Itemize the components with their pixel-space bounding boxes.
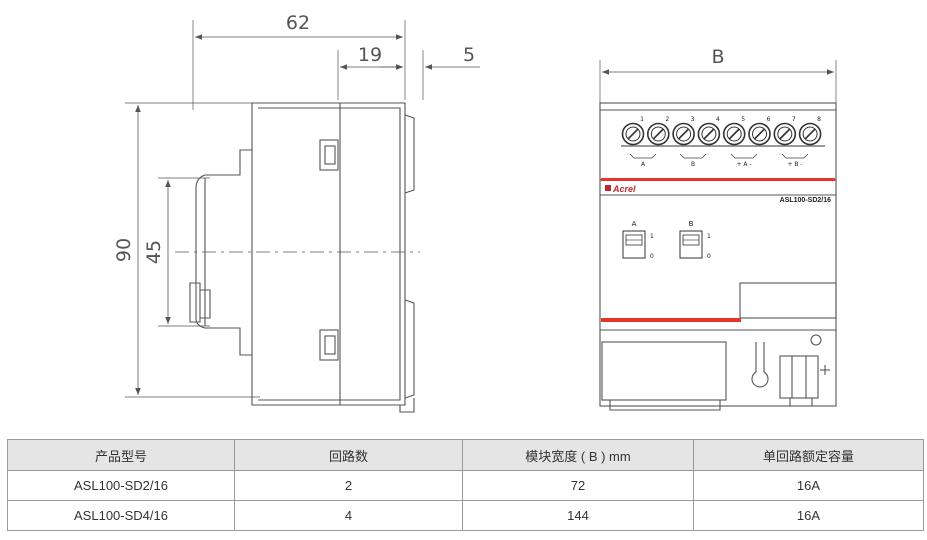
cell-module-width: 72 <box>462 470 694 501</box>
terminal-number: 5 <box>741 116 745 123</box>
dimension-b-label: B <box>711 46 724 68</box>
dimension-45-label: 45 <box>143 240 165 264</box>
terminal-group-label: A <box>641 161 646 168</box>
dimension-45: 45 <box>143 177 210 327</box>
terminal-screw: 2 <box>646 116 670 146</box>
terminal-group-label: + A - <box>736 161 751 168</box>
model-label: ASL100-SD2/16 <box>780 197 831 204</box>
terminal-screw: 7 <box>773 116 797 146</box>
dimension-5-label: 5 <box>463 44 475 66</box>
header-model: 产品型号 <box>7 439 235 471</box>
table-row: ASL100-SD4/16 4 144 16A <box>7 500 924 531</box>
dimension-90-label: 90 <box>113 238 135 262</box>
switch-b-label: B <box>689 220 694 228</box>
dimension-90: 90 <box>113 102 260 398</box>
switch-a: A 1 0 <box>622 220 654 260</box>
terminal-screw: 1 <box>621 116 645 146</box>
side-body <box>189 102 415 413</box>
header-circuits: 回路数 <box>234 439 463 471</box>
front-label-window <box>739 282 837 319</box>
dimension-drawing: 62 19 5 90 45 <box>113 12 837 413</box>
cell-rated-capacity: 16A <box>693 470 924 501</box>
cell-circuits: 4 <box>234 500 463 531</box>
table-header-row: 产品型号 回路数 模块宽度 ( B ) mm 单回路额定容量 <box>7 439 924 471</box>
terminal-number: 6 <box>767 116 771 123</box>
dimension-62: 62 <box>192 12 406 110</box>
spec-table: 产品型号 回路数 模块宽度 ( B ) mm 单回路额定容量 ASL100-SD… <box>7 439 924 531</box>
terminal-number: 8 <box>817 116 821 123</box>
header-rated-capacity: 单回路额定容量 <box>693 439 924 471</box>
terminal-number: 3 <box>691 116 695 123</box>
dimension-19: 19 <box>337 44 403 100</box>
terminal-group-label: B <box>691 161 695 168</box>
switch-a-label: A <box>632 220 637 228</box>
dimension-5: 5 <box>380 44 480 100</box>
terminal-number: 1 <box>640 116 644 123</box>
indicator-led <box>810 334 822 346</box>
front-body <box>599 102 837 407</box>
terminal-screw: 8 <box>798 116 822 146</box>
terminal-number: 4 <box>716 116 720 123</box>
switch-b-on: 1 <box>707 233 711 240</box>
front-cover <box>601 341 727 401</box>
brand-text: Acrel <box>612 184 636 194</box>
header-module-width: 模块宽度 ( B ) mm <box>462 439 694 471</box>
dimension-19-label: 19 <box>358 44 382 66</box>
power-terminal <box>779 355 819 399</box>
dimension-b: B <box>599 46 837 110</box>
switch-b-off: 0 <box>707 253 711 260</box>
bottom-stripe <box>601 318 741 322</box>
cell-model: ASL100-SD4/16 <box>7 500 235 531</box>
terminal-block: 1 2 3 4 5 6 7 8 <box>621 116 825 147</box>
terminal-number: 7 <box>792 116 796 123</box>
switch-a-on: 1 <box>650 233 654 240</box>
side-view: 62 19 5 90 45 <box>113 12 480 413</box>
terminal-screw: 5 <box>722 116 746 146</box>
terminal-number: 2 <box>665 116 669 123</box>
switch-b: B 1 0 <box>679 220 711 260</box>
terminal-screw: 3 <box>672 116 695 146</box>
cell-rated-capacity: 16A <box>693 500 924 531</box>
dimension-62-label: 62 <box>286 12 310 34</box>
terminal-group-labels: A B + A - + B - <box>629 153 809 168</box>
cell-module-width: 144 <box>462 500 694 531</box>
table-row: ASL100-SD2/16 2 72 16A <box>7 470 924 501</box>
top-stripe <box>601 178 835 181</box>
terminal-screw: 6 <box>748 116 771 146</box>
terminal-screw: 4 <box>697 116 721 146</box>
cell-model: ASL100-SD2/16 <box>7 470 235 501</box>
brand-logo: Acrel <box>605 184 636 194</box>
cell-circuits: 2 <box>234 470 463 501</box>
terminal-group-label: + B - <box>787 161 802 168</box>
switch-a-off: 0 <box>650 253 654 260</box>
